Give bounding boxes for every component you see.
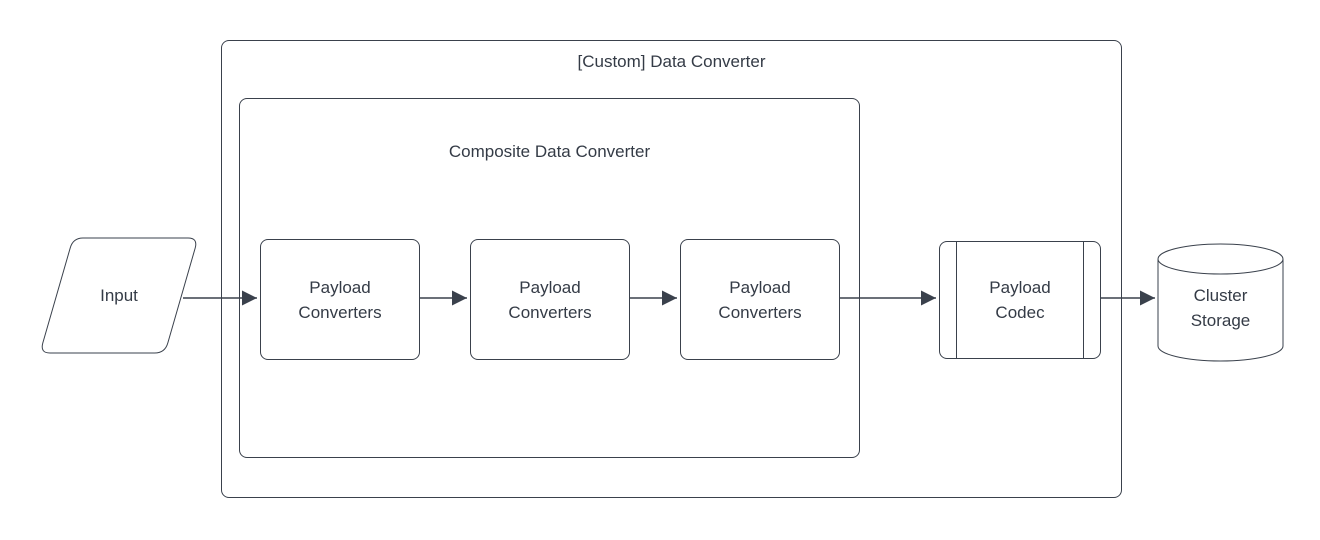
composite-data-converter-group <box>239 98 860 458</box>
payload-codec-label: Payload Codec <box>989 278 1051 322</box>
payload-converters-label-3: Payload Converters <box>718 277 802 322</box>
custom-data-converter-title: [Custom] Data Converter <box>577 52 766 71</box>
custom-data-converter-group <box>221 40 1122 498</box>
payload-converters-node-2: Payload Converters <box>470 239 630 360</box>
composite-data-converter-title: Composite Data Converter <box>448 142 651 161</box>
storage-shape <box>1157 243 1284 362</box>
input-shape <box>41 237 197 354</box>
storage-top-ellipse <box>1157 258 1284 275</box>
codec-right-bar <box>1083 242 1084 358</box>
codec-left-bar <box>956 242 957 358</box>
payload-converters-node-1: Payload Converters <box>260 239 420 360</box>
payload-converters-label-2: Payload Converters <box>508 277 592 322</box>
payload-converters-node-3: Payload Converters <box>680 239 840 360</box>
payload-codec-node: Payload Codec <box>939 241 1101 359</box>
payload-converters-label-1: Payload Converters <box>298 277 382 322</box>
